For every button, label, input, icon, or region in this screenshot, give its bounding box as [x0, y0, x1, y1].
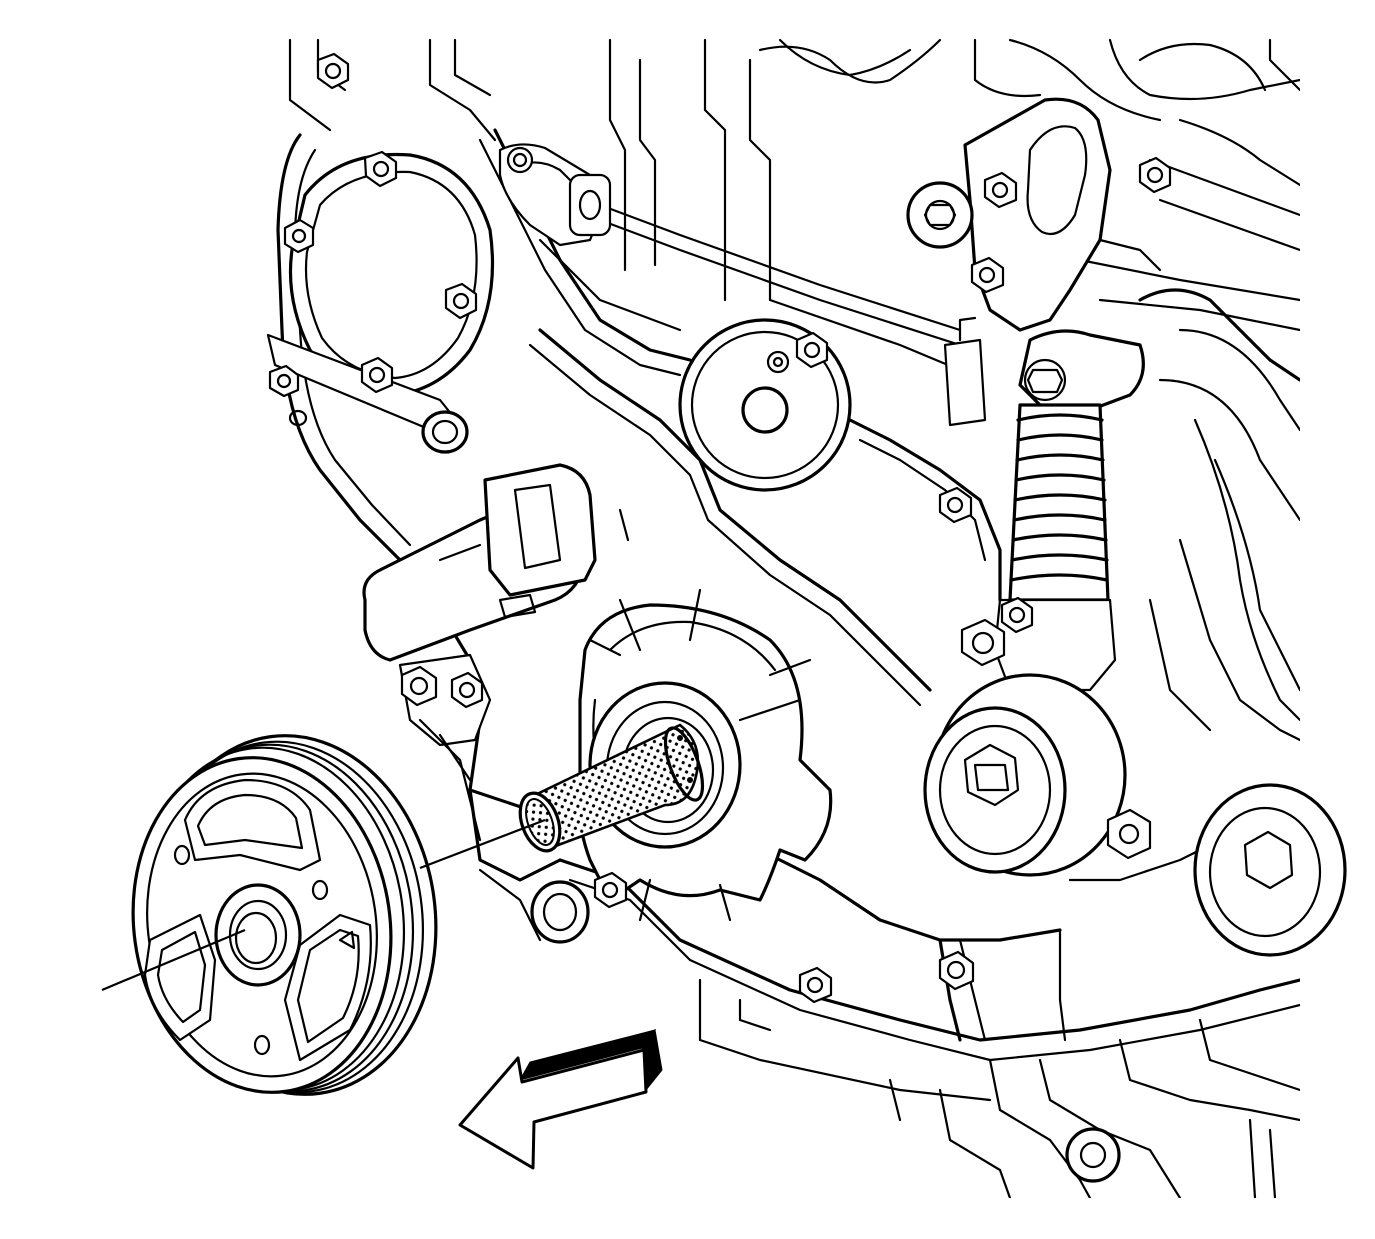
bolt-icon	[363, 150, 398, 188]
leader-line-installer	[419, 818, 546, 870]
bolt-icon	[444, 282, 478, 320]
idler-pulley	[923, 673, 1127, 877]
camshaft-access-plug	[678, 318, 852, 492]
bolt-icon	[798, 966, 833, 1004]
bolt-icon	[795, 331, 829, 369]
crankshaft-position-sensor	[362, 463, 630, 842]
bolt-icon	[983, 171, 1018, 209]
bolt-icon	[360, 356, 394, 394]
bolt-icon	[593, 871, 628, 909]
bolt-icon	[960, 618, 1006, 667]
engine-block	[288, 38, 1300, 1198]
accessory-bracket	[906, 97, 1172, 332]
bolt-icon	[1106, 808, 1152, 860]
bolt-icon	[400, 665, 438, 707]
bolt-icon	[316, 52, 350, 90]
water-pump-cover	[266, 52, 495, 454]
bolt-icon	[283, 218, 315, 254]
oil-pump-housing	[530, 588, 1121, 1183]
bolt-icon	[450, 671, 484, 709]
callout-leaders	[101, 818, 546, 992]
bolt-icon	[1138, 156, 1172, 194]
removal-direction-arrow-icon	[458, 1028, 663, 1170]
camshaft-position-sensor	[498, 143, 612, 247]
leader-line-balancer	[101, 928, 246, 992]
bolt-icon	[970, 256, 1005, 294]
drive-pulley	[1106, 783, 1347, 957]
bolt-icon	[938, 950, 975, 991]
bolt-icon	[268, 364, 300, 398]
bolt-icon	[1000, 596, 1034, 634]
belt-tensioner	[938, 316, 1145, 692]
bolt-icon	[938, 486, 973, 524]
crankshaft-balancer	[131, 734, 438, 1096]
